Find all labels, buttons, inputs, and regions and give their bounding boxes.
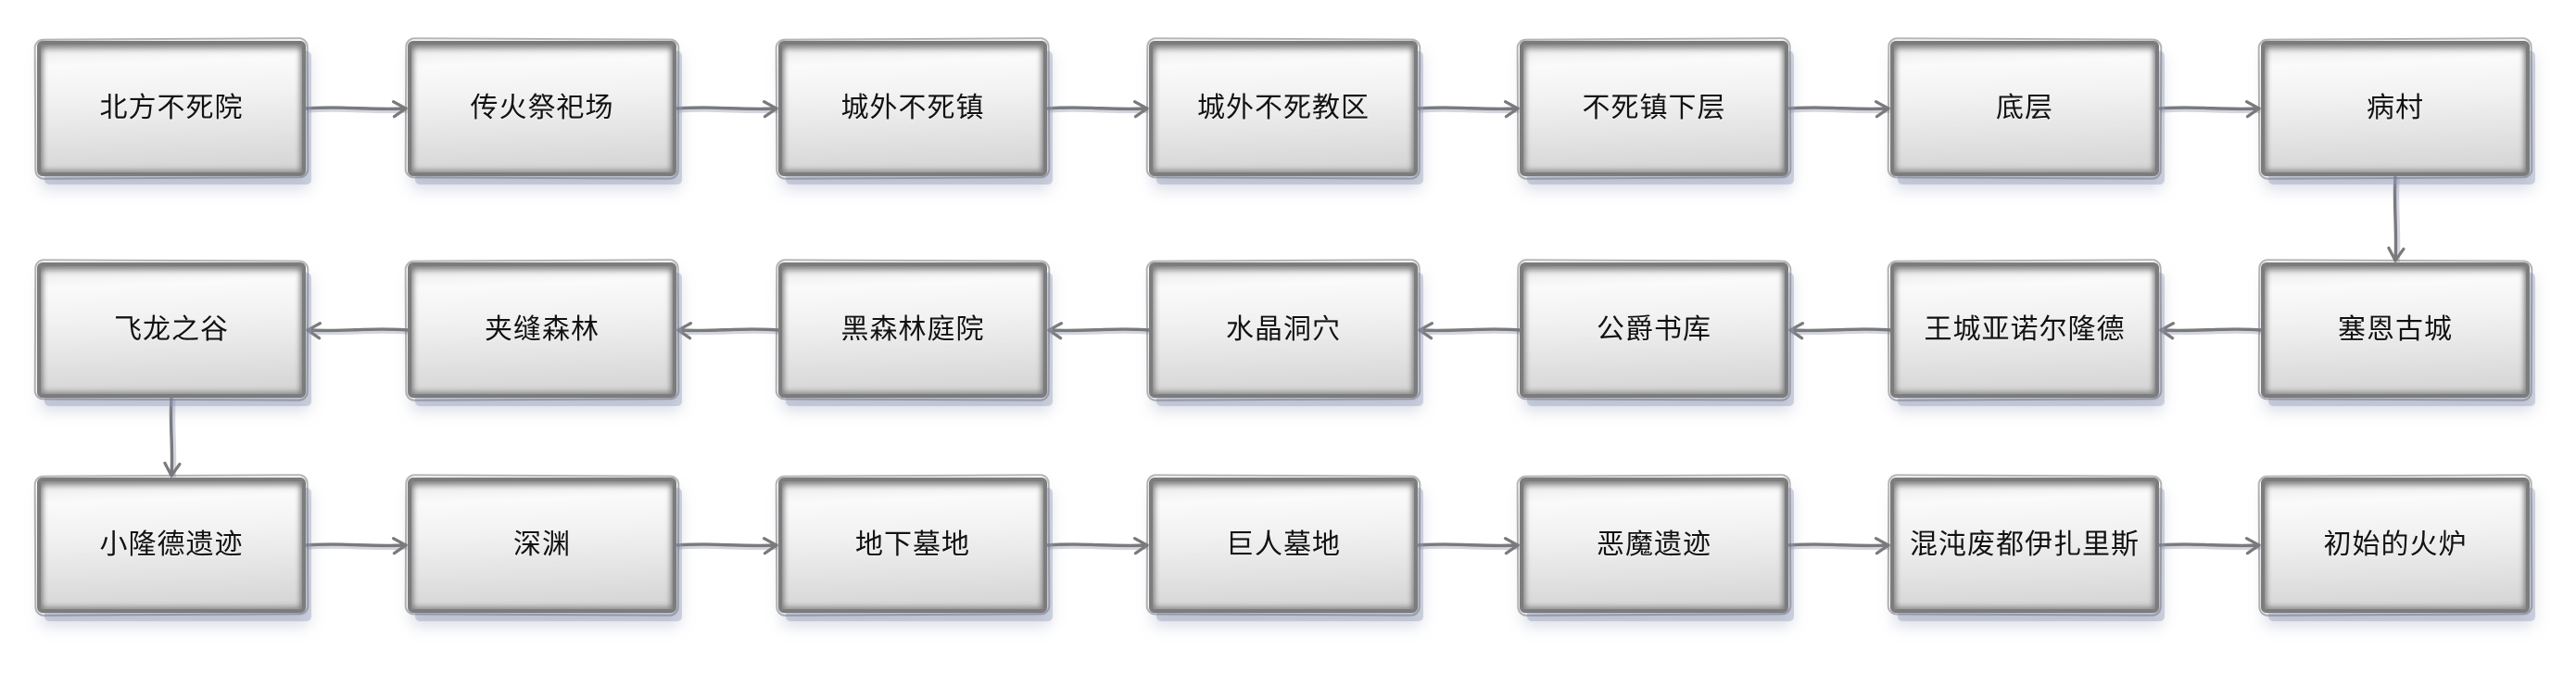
flow-node-n21[interactable]: 初始的火炉 — [2261, 478, 2530, 613]
flow-node-n2[interactable]: 传火祭祀场 — [408, 41, 676, 176]
node-label: 混沌废都伊扎里斯 — [1910, 529, 2140, 561]
node-label: 水晶洞穴 — [1226, 313, 1341, 346]
flow-node-n6[interactable]: 底层 — [1890, 41, 2159, 176]
node-label: 夹缝森林 — [485, 313, 600, 346]
flow-node-n8[interactable]: 塞恩古城 — [2261, 262, 2530, 398]
node-label: 城外不死镇 — [840, 92, 985, 124]
flow-node-n18[interactable]: 巨人墓地 — [1149, 478, 1418, 613]
node-label: 塞恩古城 — [2338, 313, 2453, 346]
node-label: 地下墓地 — [855, 529, 970, 561]
node-label: 深渊 — [513, 529, 571, 561]
flow-node-n17[interactable]: 地下墓地 — [778, 478, 1047, 613]
node-label: 巨人墓地 — [1226, 529, 1341, 561]
flow-node-n19[interactable]: 恶魔遗迹 — [1520, 478, 1788, 613]
flow-node-n3[interactable]: 城外不死镇 — [778, 41, 1047, 176]
flow-node-n13[interactable]: 夹缝森林 — [408, 262, 676, 398]
node-label: 小隆德遗迹 — [99, 529, 244, 561]
flow-node-n14[interactable]: 飞龙之谷 — [37, 262, 306, 398]
node-label: 王城亚诺尔隆德 — [1924, 313, 2126, 346]
node-label: 病村 — [2367, 92, 2424, 124]
node-label: 北方不死院 — [99, 92, 244, 124]
node-label: 不死镇下层 — [1582, 92, 1726, 124]
flow-node-n5[interactable]: 不死镇下层 — [1520, 41, 1788, 176]
node-label: 初始的火炉 — [2323, 529, 2468, 561]
flow-node-n1[interactable]: 北方不死院 — [37, 41, 306, 176]
flow-node-n4[interactable]: 城外不死教区 — [1149, 41, 1418, 176]
flow-node-n20[interactable]: 混沌废都伊扎里斯 — [1890, 478, 2159, 613]
node-label: 飞龙之谷 — [114, 313, 229, 346]
flow-node-n12[interactable]: 黑森林庭院 — [778, 262, 1047, 398]
node-label: 黑森林庭院 — [840, 313, 985, 346]
node-label: 底层 — [1996, 92, 2053, 124]
node-label: 传火祭祀场 — [470, 92, 614, 124]
node-label: 恶魔遗迹 — [1597, 529, 1711, 561]
flow-node-n16[interactable]: 深渊 — [408, 478, 676, 613]
flow-node-n15[interactable]: 小隆德遗迹 — [37, 478, 306, 613]
flow-node-n11[interactable]: 水晶洞穴 — [1149, 262, 1418, 398]
flow-node-n9[interactable]: 王城亚诺尔隆德 — [1890, 262, 2159, 398]
flow-node-n7[interactable]: 病村 — [2261, 41, 2530, 176]
flow-node-n10[interactable]: 公爵书库 — [1520, 262, 1788, 398]
node-label: 公爵书库 — [1597, 313, 1711, 346]
node-label: 城外不死教区 — [1197, 92, 1370, 124]
